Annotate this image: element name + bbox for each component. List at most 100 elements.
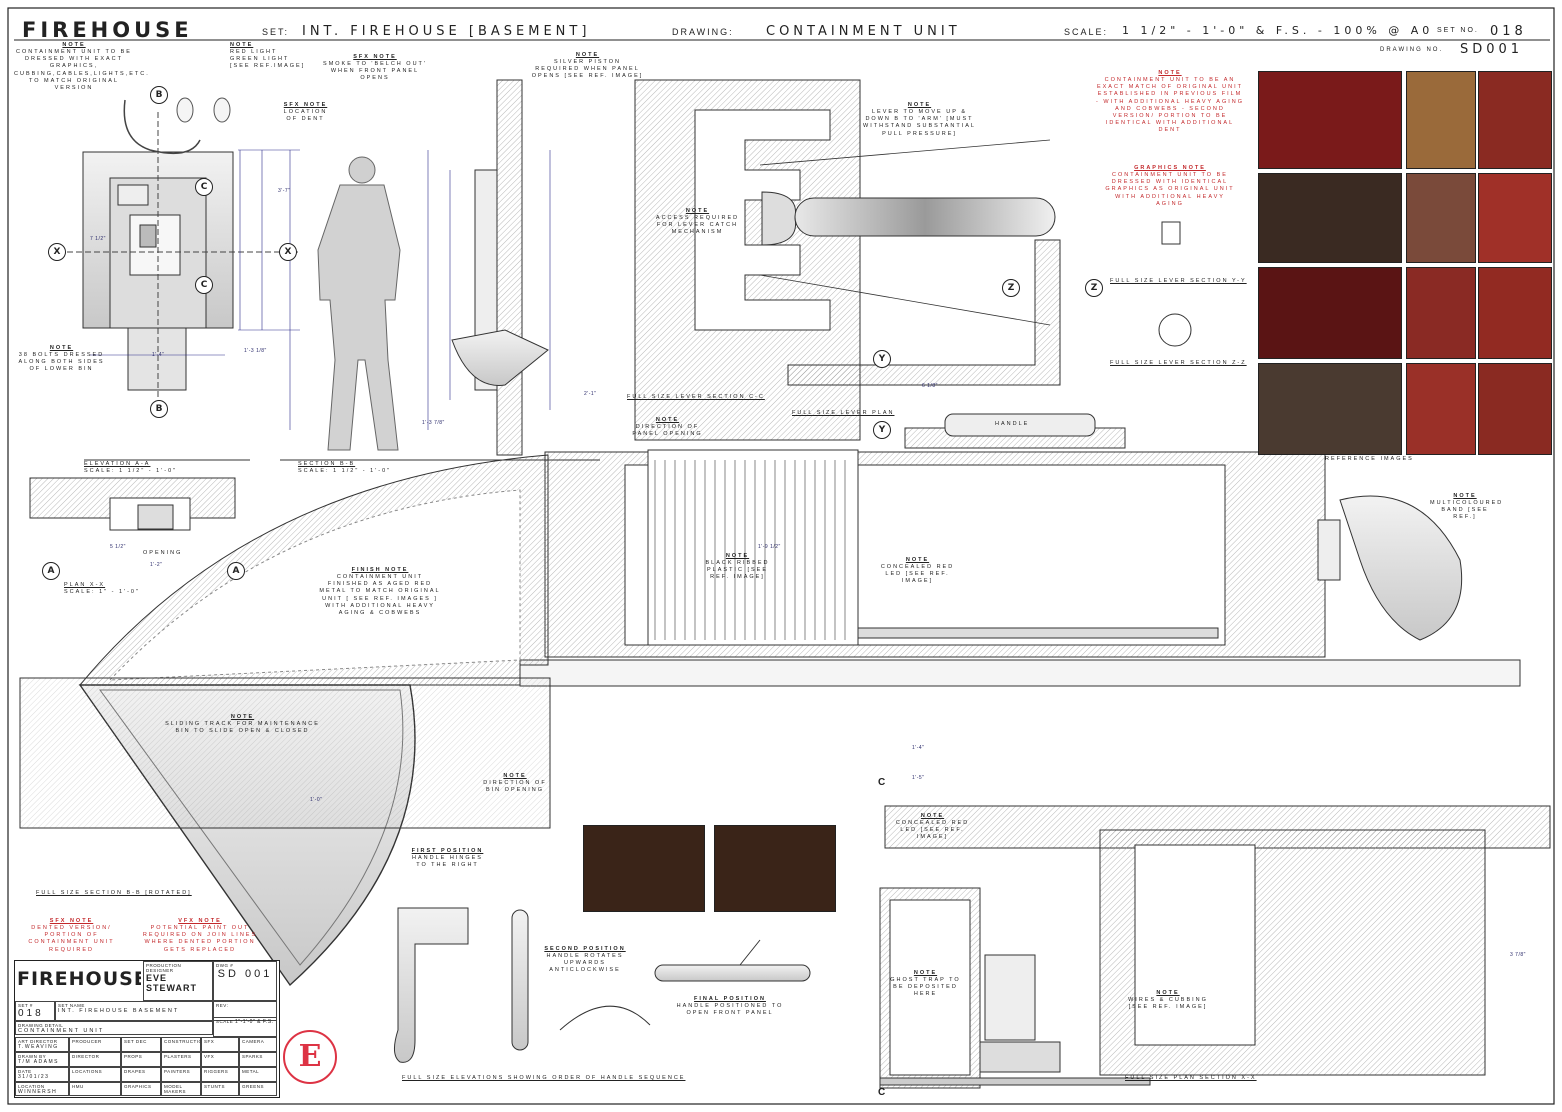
distribution-item: GRAPHICS (121, 1082, 161, 1096)
section-marker: C (195, 276, 213, 294)
section-marker: C (878, 777, 888, 788)
dim-label: 1'-9 1/2" (758, 544, 781, 550)
curved-bin-drawing (19, 454, 551, 987)
caption-handle: HANDLE (995, 421, 1030, 427)
detail-label: DRAWING DETAIL (18, 1023, 64, 1028)
section-marker: A (42, 562, 60, 580)
figure-silhouette (317, 156, 401, 451)
set-number-value: 018 (18, 1008, 44, 1019)
distribution-item: VFX (201, 1052, 239, 1067)
date-label: DATE (18, 1069, 32, 1074)
section-marker: Z (1085, 279, 1103, 297)
dim-label: 6 1/8" (922, 383, 938, 389)
caption-section-bb: SECTION B-B (298, 461, 356, 467)
distribution-item: METAL (239, 1067, 277, 1082)
art-director-label: ART DIRECTOR (18, 1039, 58, 1044)
drawn-by-value: T/M ADAMS (18, 1059, 60, 1065)
caption-lever-section-yy: FULL SIZE LEVER SECTION Y-Y (1110, 278, 1247, 284)
caption-lever-plan: FULL SIZE LEVER PLAN (792, 410, 895, 416)
section-marker: C (195, 178, 213, 196)
set-number-label: SET # (18, 1003, 33, 1008)
dim-label: 1'-2" (150, 562, 163, 568)
reference-photo (1478, 363, 1552, 455)
dim-label: 1'-4" (152, 352, 165, 358)
scale-value-tb: 1"-1'-0" & F.S. (235, 1019, 274, 1025)
caption-plan-xx: PLAN X-X (64, 582, 106, 588)
caption-lever-section-cc: FULL SIZE LEVER SECTION C-C (627, 394, 765, 400)
distribution-item: RIGGERS (201, 1067, 239, 1082)
section-marker: C (878, 1087, 888, 1098)
caption-lever-section-zz: FULL SIZE LEVER SECTION Z-Z (1110, 360, 1247, 366)
title-block: FIREHOUSE PRODUCTION DESIGNER EVE STEWAR… (14, 960, 280, 1098)
handle-sequence-drawing (394, 907, 811, 1063)
set-label: SET: (262, 27, 290, 37)
rev-label: REV: (216, 1003, 229, 1008)
reference-photo (714, 825, 836, 912)
note-lights: NOTE RED LIGHT GREEN LIGHT [SEE REF.IMAG… (230, 42, 306, 70)
distribution-item: STUNTS (201, 1082, 239, 1096)
distribution-item: PLASTERS (161, 1052, 201, 1067)
section-marker: B (150, 86, 168, 104)
date-value: 31/01/23 (18, 1074, 50, 1080)
set-no-label: SET NO. (1437, 27, 1479, 34)
dim-label: 5 1/2" (110, 544, 126, 550)
reference-photo (1478, 173, 1552, 263)
reference-photo (1258, 267, 1402, 359)
reference-photo (1406, 363, 1476, 455)
section-marker: X (48, 243, 66, 261)
caption-handle-sequence: FULL SIZE ELEVATIONS SHOWING ORDER OF HA… (402, 1075, 686, 1081)
set-name-label: SET NAME (58, 1003, 85, 1008)
distribution-item: HMU (69, 1082, 121, 1096)
distribution-item: DRAPES (121, 1067, 161, 1082)
location-label: LOCATION (18, 1084, 45, 1089)
caption-reference-images: REFERENCE IMAGES (1325, 456, 1414, 462)
section-marker: Y (873, 421, 891, 439)
set-name-value: INT. FIREHOUSE BASEMENT (58, 1008, 180, 1014)
drawing-no-label: DRAWING NO. (1380, 47, 1444, 53)
distribution-item: DIRECTOR (69, 1052, 121, 1067)
dim-label: 3'-7" (278, 188, 291, 194)
dwg-value: SD 001 (217, 968, 273, 980)
plan-section-xx-drawing (879, 805, 1551, 1089)
reference-photo (1258, 71, 1402, 169)
caption-elevation-aa: ELEVATION A-A (84, 461, 151, 467)
distribution-item: CONSTRUCTION (161, 1037, 201, 1052)
reference-photo (1406, 71, 1476, 169)
designer-label: PRODUCTION DESIGNER (146, 963, 182, 973)
designer-value: EVE STEWART (146, 973, 197, 993)
scale-value: 1 1/2" - 1'-0" & F.S. - 100% @ A0 (1122, 24, 1434, 37)
dim-label: 1'-0" (310, 797, 323, 803)
drawing-value: CONTAINMENT UNIT (766, 24, 961, 39)
section-marker: X (279, 243, 297, 261)
section-marker: Y (873, 350, 891, 368)
dwg-label: DWG # (216, 963, 234, 968)
drawing-label: DRAWING: (672, 27, 734, 37)
distribution-item: LOCATIONS (69, 1067, 121, 1082)
reference-photo (1406, 173, 1476, 263)
distribution-item: GREENS (239, 1082, 277, 1096)
caption-section-bb-rotated: FULL SIZE SECTION B-B [ROTATED] (36, 890, 192, 896)
art-director-value: T.WEAVING (18, 1044, 59, 1050)
section-marker: B (150, 400, 168, 418)
project-title: FIREHOUSE (22, 18, 193, 42)
distribution-item: SET DEC (121, 1037, 161, 1052)
lever-section (634, 79, 1061, 441)
reference-photo (583, 825, 705, 912)
